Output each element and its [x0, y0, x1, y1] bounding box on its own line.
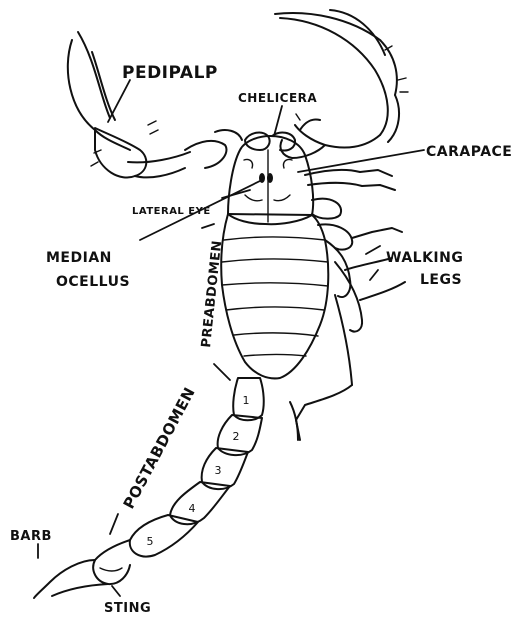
segment-number-5: 5: [147, 535, 154, 548]
walking-legs-leader-1: [366, 246, 380, 254]
postabdomen-leader: [110, 514, 118, 534]
segment-numbers: 1 2 3 4 5: [147, 394, 250, 548]
label-carapace: CARAPACE: [426, 144, 512, 160]
label-walking: WALKING: [386, 250, 463, 266]
segment-number-1: 1: [243, 394, 250, 407]
preabdomen-leader: [202, 224, 214, 228]
scorpion-drawing: [34, 10, 408, 598]
label-legs: LEGS: [420, 272, 462, 288]
segment-number-4: 4: [189, 502, 196, 515]
carapace-drawing: [228, 136, 313, 224]
walking-legs-leader-2: [370, 270, 378, 280]
chelicera-leader: [274, 106, 282, 136]
pedipalp-leader: [108, 80, 130, 122]
label-chelicera: CHELICERA: [238, 91, 317, 105]
label-barb: BARB: [10, 529, 52, 544]
segment-number-3: 3: [215, 464, 222, 477]
label-sting: STING: [104, 601, 151, 616]
left-pedipalp-drawing: [68, 32, 242, 178]
preabdomen-drawing: [221, 214, 328, 378]
label-preabdomen: PREABDOMEN: [199, 240, 225, 349]
segment-number-2: 2: [233, 430, 240, 443]
right-pedipalp-drawing: [275, 10, 408, 158]
leader-lines: [38, 80, 424, 596]
label-ocellus: OCELLUS: [56, 274, 130, 290]
labels: PEDIPALP CHELICERA CARAPACE LATERAL EYE …: [10, 63, 512, 616]
label-median: MEDIAN: [46, 250, 112, 266]
preabdomen-leader-lower: [214, 364, 230, 380]
label-pedipalp: PEDIPALP: [122, 63, 218, 83]
label-lateral-eye: LATERAL EYE: [132, 206, 211, 217]
walking-legs-drawing: [290, 170, 405, 440]
sting-leader: [112, 586, 120, 596]
median-eye-right: [267, 173, 273, 183]
carapace-leader: [298, 150, 424, 172]
